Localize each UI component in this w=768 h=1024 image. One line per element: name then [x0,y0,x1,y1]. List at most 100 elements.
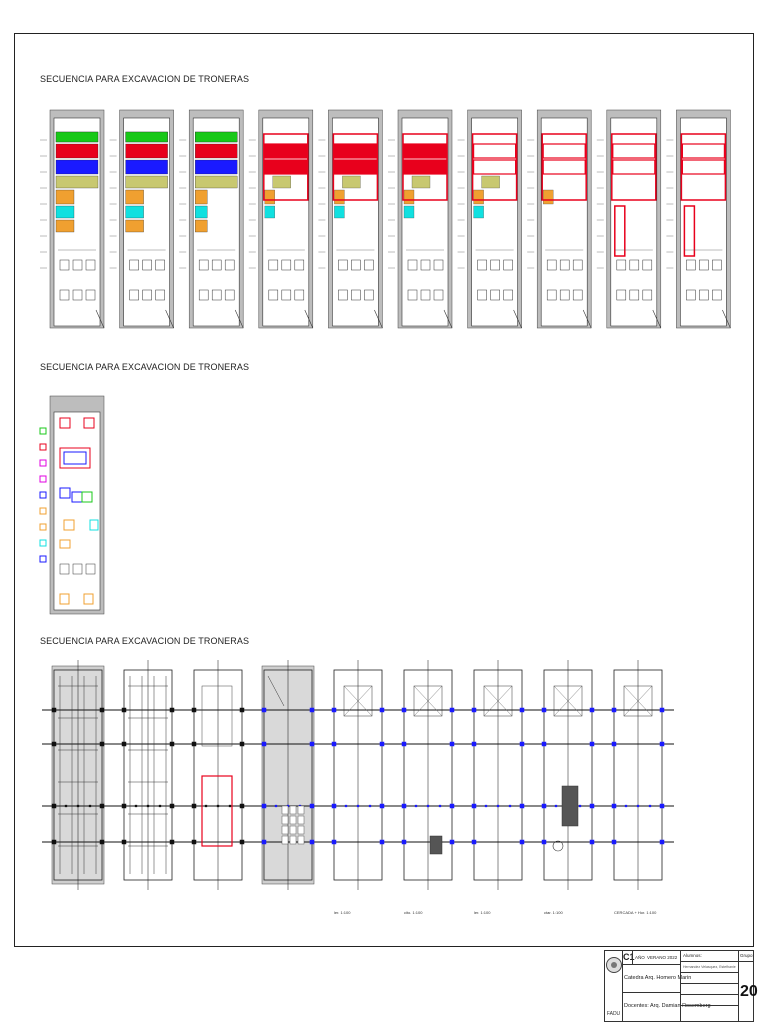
diagonal-line [165,309,174,329]
furniture [281,815,289,825]
excavation-block [125,189,144,205]
section-title-2: SECUENCIA PARA EXCAVACION DE TRONERAS [40,362,250,372]
furniture [224,259,235,271]
excavation-block [63,451,87,465]
excavation-block [542,159,586,175]
column-marker [541,839,547,845]
column-marker [121,741,127,747]
furniture [699,289,709,301]
furniture [268,289,279,301]
excavation-block [272,175,291,189]
sequence-plan [388,109,453,329]
furniture [407,259,418,271]
furniture [712,289,722,301]
column-marker [496,804,500,808]
column-marker [309,839,315,845]
furniture [142,259,152,271]
excavation-block [403,205,415,219]
column-marker [471,803,477,809]
furniture [629,259,640,271]
plan-outline [53,411,101,611]
column-marker [239,803,245,809]
column-marker [659,741,665,747]
furniture [490,289,500,301]
legend-marker [39,507,47,515]
structural-plan [252,660,324,890]
column-marker [309,707,315,713]
column-marker [51,741,57,747]
excavation-block [195,159,238,175]
excavation-block [83,417,95,429]
column-marker [401,707,407,713]
excavation-block [195,205,208,219]
column-marker [659,839,665,845]
column-marker [121,839,127,845]
column-marker [368,804,372,808]
diagonal-line [623,685,653,717]
column-marker [471,707,477,713]
structural-plan [42,660,114,890]
section-title-3: SECUENCIA PARA EXCAVACION DE TRONERAS [40,636,250,646]
column-marker [438,804,442,808]
stair-symbol [552,840,564,852]
furniture [129,259,139,271]
plan-scale-label: ler. 1:100 [334,910,351,915]
column-marker [331,839,337,845]
excavation-block [63,519,75,531]
furniture [289,805,297,815]
column-marker [449,707,455,713]
troneras-outline [201,775,233,847]
excavation-block [195,175,238,189]
column-marker [589,741,595,747]
excavation-block [125,143,168,159]
furniture [433,259,444,271]
furniture [477,259,487,271]
column-marker [51,707,57,713]
shaft-fill [429,835,443,855]
column-marker [659,803,665,809]
furniture [289,815,297,825]
column-marker [228,804,232,808]
furniture [686,259,696,271]
diagonal-line [652,309,662,329]
diagonal-line [582,309,592,329]
furniture [142,289,152,301]
troneras-outline [471,133,518,201]
furniture [281,825,289,835]
excavation-block [473,205,484,219]
title-block: FADU C1 AÑO VERANO 2022 Catedra Arq. Hom… [604,950,758,1022]
column-marker [261,741,267,747]
furniture [642,289,653,301]
year-label: AÑO [635,955,645,960]
excavation-block [264,159,308,175]
excavation-block [333,159,377,175]
column-marker [261,707,267,713]
furniture [686,289,696,301]
column-marker [401,741,407,747]
excavation-block [125,219,144,233]
excavation-block [543,189,554,205]
sequence-plan [457,109,522,329]
plan-scale-label: ctar. 1:100 [544,910,563,915]
diagonal-line [304,309,314,329]
column-marker [239,839,245,845]
diagonal-line [553,685,583,717]
shaft-fill [561,785,579,827]
column-marker [331,741,337,747]
furniture [294,259,305,271]
column-marker [624,804,628,808]
column-marker [239,707,245,713]
furniture [72,259,83,271]
furniture [281,289,292,301]
furniture [420,259,431,271]
furniture [59,289,70,301]
furniture [59,259,70,271]
section-title-1: SECUENCIA PARA EXCAVACION DE TRONERAS [40,74,250,84]
column-marker [99,803,105,809]
furniture [211,259,222,271]
excavation-block [403,143,447,159]
furniture [59,563,70,575]
column-marker [541,707,547,713]
excavation-block [403,189,415,205]
excavation-block [542,143,586,159]
